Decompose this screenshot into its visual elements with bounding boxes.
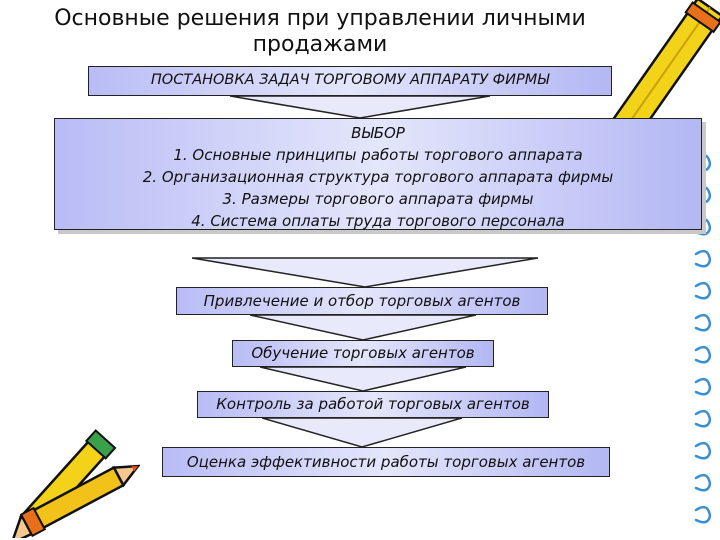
- arrow-down-4: [260, 367, 466, 392]
- arrow-down-3: [250, 315, 476, 341]
- task-setting-box: ПОСТАНОВКА ЗАДАЧ ТОРГОВОМУ АППАРАТУ ФИРМ…: [88, 66, 612, 96]
- recruiting-box: Привлечение и отбор торговых агентов: [176, 287, 548, 315]
- title-line-2: продажами: [252, 32, 388, 57]
- arrow-down-1: [230, 96, 490, 119]
- evaluation-label: Оценка эффективности работы торговых аге…: [186, 453, 586, 471]
- task-setting-label: ПОСТАНОВКА ЗАДАЧ ТОРГОВОМУ АППАРАТУ ФИРМ…: [150, 72, 550, 88]
- arrow-down-5: [262, 418, 462, 448]
- choice-item: 3. Размеры торгового аппарата фирмы: [222, 190, 534, 208]
- training-box: Обучение торговых агентов: [232, 340, 494, 367]
- choice-item: 2. Организационная структура торгового а…: [142, 168, 614, 186]
- choice-heading: ВЫБОР: [351, 124, 405, 142]
- arrow-down-2: [192, 257, 538, 288]
- evaluation-box: Оценка эффективности работы торговых аге…: [162, 447, 610, 477]
- slide-title: Основные решения при управлении личными …: [40, 6, 600, 58]
- choice-item: 1. Основные принципы работы торгового ап…: [173, 146, 583, 164]
- training-label: Обучение торговых агентов: [251, 344, 475, 362]
- notebook-spiral-icon: [694, 153, 712, 524]
- control-label: Контроль за работой торговых агентов: [216, 395, 530, 413]
- recruiting-label: Привлечение и отбор торговых агентов: [203, 292, 521, 310]
- pencil-pair-icon: [9, 429, 140, 538]
- choice-item: 4. Система оплаты труда торгового персон…: [191, 212, 565, 230]
- control-box: Контроль за работой торговых агентов: [197, 391, 549, 418]
- title-line-1: Основные решения при управлении личными: [54, 6, 586, 31]
- choice-box: ВЫБОР 1. Основные принципы работы торгов…: [54, 118, 702, 230]
